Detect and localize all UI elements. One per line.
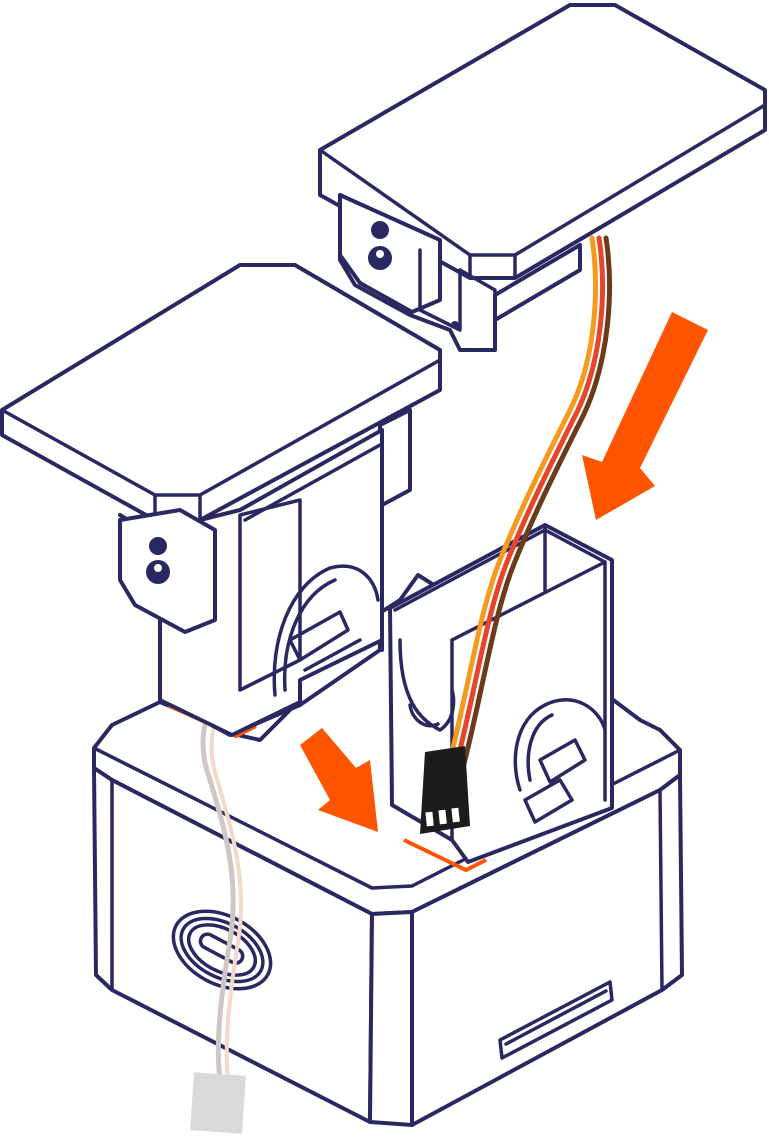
- ghost-plug: [190, 1072, 246, 1134]
- left-bracket-plate: [0, 263, 442, 522]
- screw-hole: [149, 537, 167, 555]
- base-box-corner: [368, 910, 414, 1127]
- servo-connector: [420, 746, 470, 834]
- servo-bracket-right: [318, 3, 767, 352]
- alignment-mark-right: [403, 838, 487, 873]
- arrow-down-small: [300, 728, 378, 832]
- ghost-cable: [190, 687, 246, 1134]
- servo-cable: [447, 235, 613, 767]
- servo-bracket-left: [0, 263, 442, 737]
- arrow-down-large: [582, 312, 708, 520]
- side-slot: [498, 980, 614, 1060]
